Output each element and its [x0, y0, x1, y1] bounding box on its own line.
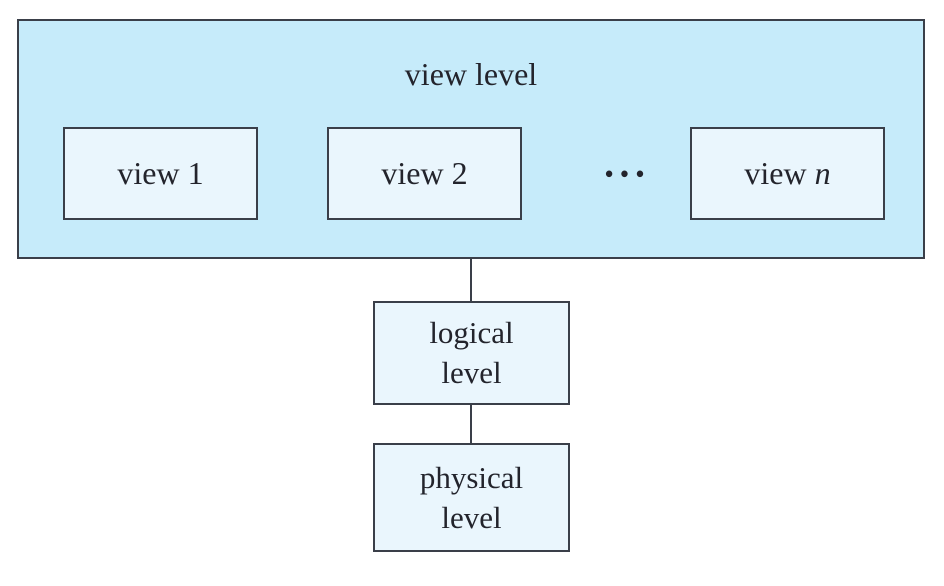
view-2-box: view 2 [327, 127, 522, 220]
logical-level-box: logical level [373, 301, 570, 405]
logical-level-label: logical level [429, 315, 514, 390]
connector-view-to-logical [470, 258, 472, 303]
view-n-label: view [744, 155, 815, 191]
ellipsis-dots: ••• [604, 158, 651, 189]
view-n-box: view n [690, 127, 885, 220]
view-1-box: view 1 [63, 127, 258, 220]
connector-logical-to-physical [470, 403, 472, 445]
view-1-label: view 1 [117, 155, 204, 191]
view-n-label-suffix: n [814, 155, 831, 191]
view-level-container: view level view 1 view 2 ••• view n [17, 19, 925, 259]
physical-level-label: physical level [419, 459, 524, 535]
physical-level-box: physical level [373, 443, 570, 552]
view-level-title: view level [404, 56, 538, 92]
view-2-label: view 2 [381, 155, 468, 191]
